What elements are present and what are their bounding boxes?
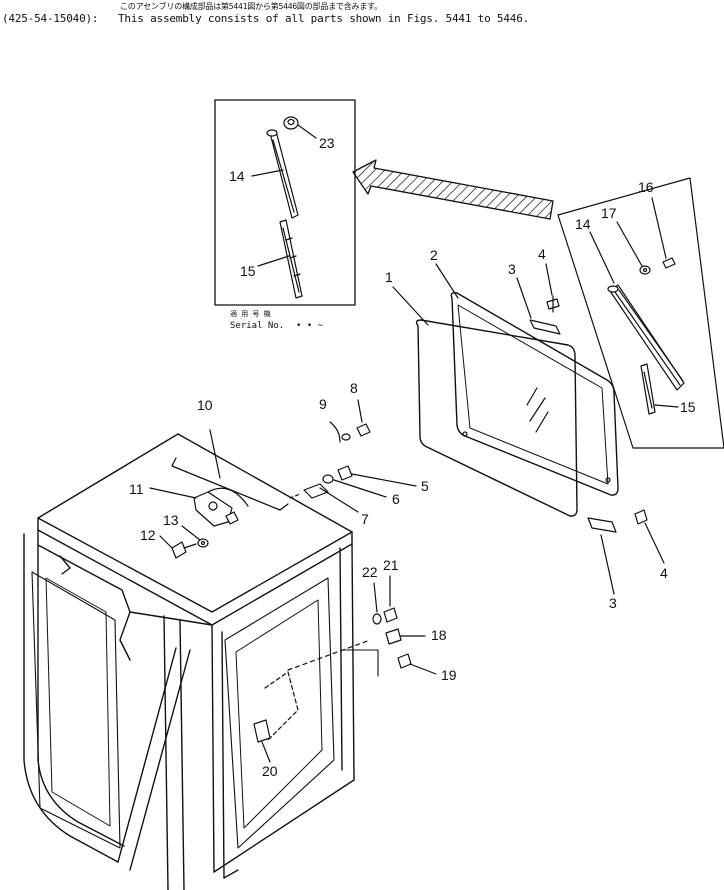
callout-9: 9 xyxy=(319,396,327,412)
lower-plate-and-bolt xyxy=(587,509,665,595)
fastener-parts-18-22 xyxy=(264,575,437,741)
callout-20: 20 xyxy=(262,763,278,779)
wiper-panel xyxy=(557,177,724,449)
inset-detail-box xyxy=(214,99,356,306)
callout-23: 23 xyxy=(319,135,335,151)
inset-nut xyxy=(283,116,299,130)
callout-15: 15 xyxy=(680,399,696,415)
callout-19: 19 xyxy=(441,667,457,683)
inset-wiper-arm xyxy=(266,129,299,219)
callout-1: 1 xyxy=(385,269,393,285)
serial-range: • • ~ xyxy=(296,321,324,331)
callout-6: 6 xyxy=(392,491,400,507)
callout-14: 14 xyxy=(575,216,591,232)
callout-18: 18 xyxy=(431,627,447,643)
cab-frame xyxy=(23,433,355,890)
callout-17: 17 xyxy=(601,205,617,221)
callout-16: 16 xyxy=(638,179,654,195)
wiper-motor-harness xyxy=(149,429,289,527)
bolt-and-washer-12-13 xyxy=(159,525,209,559)
callout-5: 5 xyxy=(421,478,429,494)
header-english-note: This assembly consists of all parts show… xyxy=(118,12,530,25)
callout-15-inset: 15 xyxy=(240,263,256,279)
serial-label: Serial No. xyxy=(230,321,285,331)
serial-label-japanese: 適 用 号 機 xyxy=(230,310,271,318)
callout-8: 8 xyxy=(350,380,358,396)
callout-3-upper: 3 xyxy=(508,261,516,277)
callout-13: 13 xyxy=(163,512,179,528)
bracket-parts-5-9 xyxy=(289,399,417,513)
callout-22: 22 xyxy=(362,564,378,580)
callout-10: 10 xyxy=(197,397,213,413)
callout-4-upper: 4 xyxy=(538,246,546,262)
catch-part-20 xyxy=(253,719,271,763)
header-japanese-note: このアセンブリの構成部品は第5441図から第5446図の部品まで含みます。 xyxy=(120,2,382,11)
header-part-code: (425-54-15040): xyxy=(2,12,99,25)
hatched-arrow xyxy=(352,159,554,220)
callout-12: 12 xyxy=(140,527,156,543)
callout-3-lower: 3 xyxy=(609,595,617,611)
inset-wiper-blade xyxy=(279,219,303,299)
window-glass-assembly xyxy=(392,263,619,517)
callout-11: 11 xyxy=(129,481,144,497)
callout-2: 2 xyxy=(430,247,438,263)
callout-labels: 23 14 15 16 17 14 15 2 1 3 4 3 4 8 9 10 … xyxy=(129,135,696,779)
callout-14-inset: 14 xyxy=(229,168,245,184)
callout-4-lower: 4 xyxy=(660,565,668,581)
callout-7: 7 xyxy=(361,511,369,527)
callout-21: 21 xyxy=(383,557,399,573)
upper-plate-and-bolt xyxy=(516,263,561,335)
